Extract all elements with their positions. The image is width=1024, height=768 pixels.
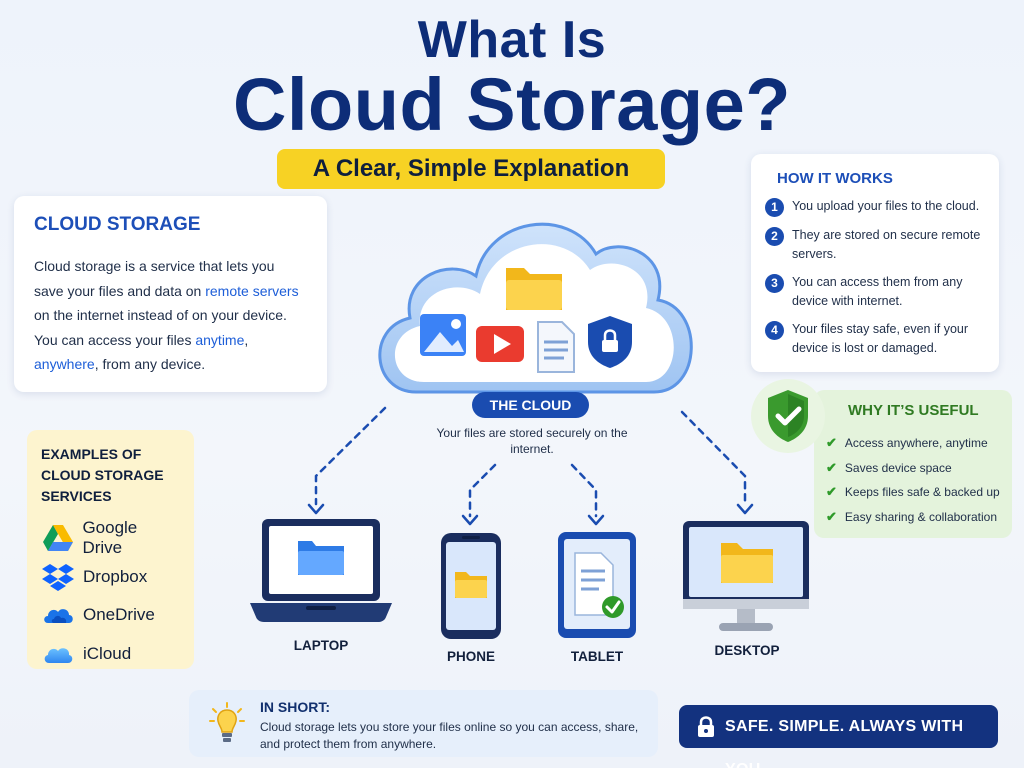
service-label: iCloud [83,643,132,663]
service-label: OneDrive [83,605,155,625]
highlight-remote-servers: remote servers [205,282,299,299]
definition-text: Cloud storage is a service that lets you… [34,258,299,372]
step-number: 1 [765,198,784,217]
check-icon: ✔ [826,508,837,524]
check-icon: ✔ [826,484,837,500]
highlight-anytime: anytime [195,331,245,348]
shield-lock-icon [588,316,632,368]
service-icloud: iCloud [41,635,180,674]
tablet-label: TABLET [570,649,624,664]
title-line-2: Cloud Storage? [233,63,791,146]
shield-check-icon [751,379,825,453]
why-item: ✔Saves device space [826,459,952,475]
step-text: They are stored on secure remote servers… [792,228,981,261]
google-drive-icon [41,525,74,552]
cloud-graphic [378,222,693,394]
laptop-icon [250,519,392,622]
service-dropbox: Dropbox [41,558,180,597]
service-label: Google Drive [82,518,138,558]
step-2: 2 They are stored on secure remote serve… [765,226,985,264]
step-text: You upload your files to the cloud. [792,199,980,213]
video-icon [476,326,524,362]
phone-icon [441,533,501,639]
service-google-drive: Google Drive [41,518,180,558]
icloud-icon [41,641,75,667]
why-item: ✔Access anywhere, anytime [826,435,988,451]
step-number: 3 [765,274,784,293]
document-icon [537,321,575,373]
service-label: Dropbox [83,566,148,586]
phone-label: PHONE [446,649,495,664]
step-number: 2 [765,227,784,246]
check-icon: ✔ [826,459,837,475]
image-icon [420,314,466,356]
examples-card: EXAMPLES OF CLOUD STORAGE SERVICES Googl… [27,430,194,669]
why-item: ✔Keeps files safe & backed up [826,484,1000,500]
why-heading: WHY IT’S USEFUL [848,402,979,419]
how-it-works-card: HOW IT WORKS 1 You upload your files to … [751,154,999,372]
arrow-to-phone [468,463,497,518]
how-heading: HOW IT WORKS [777,170,893,187]
desktop-label: DESKTOP [714,643,780,658]
in-short-card: IN SHORT: Cloud storage lets you store y… [189,690,658,757]
definition-heading: CLOUD STORAGE [34,214,201,235]
desktop-icon [683,521,809,631]
folder-icon [506,268,562,310]
why-useful-card: WHY IT’S USEFUL ✔Access anywhere, anytim… [814,390,1012,538]
subtitle-banner: A Clear, Simple Explanation [277,149,665,189]
arrow-to-tablet [570,463,598,518]
in-short-heading: IN SHORT: [260,699,330,715]
step-text: You can access them from any device with… [792,275,963,308]
why-item: ✔Easy sharing & collaboration [826,508,997,524]
laptop-label: LAPTOP [293,638,349,653]
definition-card: CLOUD STORAGE Cloud storage is a service… [14,196,327,392]
in-short-text: Cloud storage lets you store your files … [260,720,639,751]
check-icon: ✔ [826,435,837,451]
arrow-to-desktop [680,410,747,506]
highlight-anywhere: anywhere [34,356,95,372]
cloud-caption: Your files are stored securely on the in… [436,426,628,456]
lock-icon [698,716,714,737]
step-text: Your files stay safe, even if your devic… [792,322,969,355]
step-1: 1 You upload your files to the cloud. [765,197,985,217]
cloud-label: THE CLOUD [472,392,589,418]
title-line-1: What Is [417,11,607,69]
step-number: 4 [765,321,784,340]
service-onedrive: OneDrive [41,596,180,635]
tablet-icon [558,532,636,638]
step-3: 3 You can access them from any device wi… [765,273,985,311]
dropbox-icon [41,563,75,591]
examples-heading: EXAMPLES OF CLOUD STORAGE SERVICES [41,446,164,504]
step-4: 4 Your files stay safe, even if your dev… [765,320,985,358]
tagline-banner: SAFE. SIMPLE. ALWAYS WITH YOU. [679,705,998,768]
tagline-text: SAFE. SIMPLE. ALWAYS WITH YOU. [725,718,964,768]
lightbulb-icon [209,702,245,742]
onedrive-icon [41,602,75,628]
arrow-to-laptop [314,406,387,506]
